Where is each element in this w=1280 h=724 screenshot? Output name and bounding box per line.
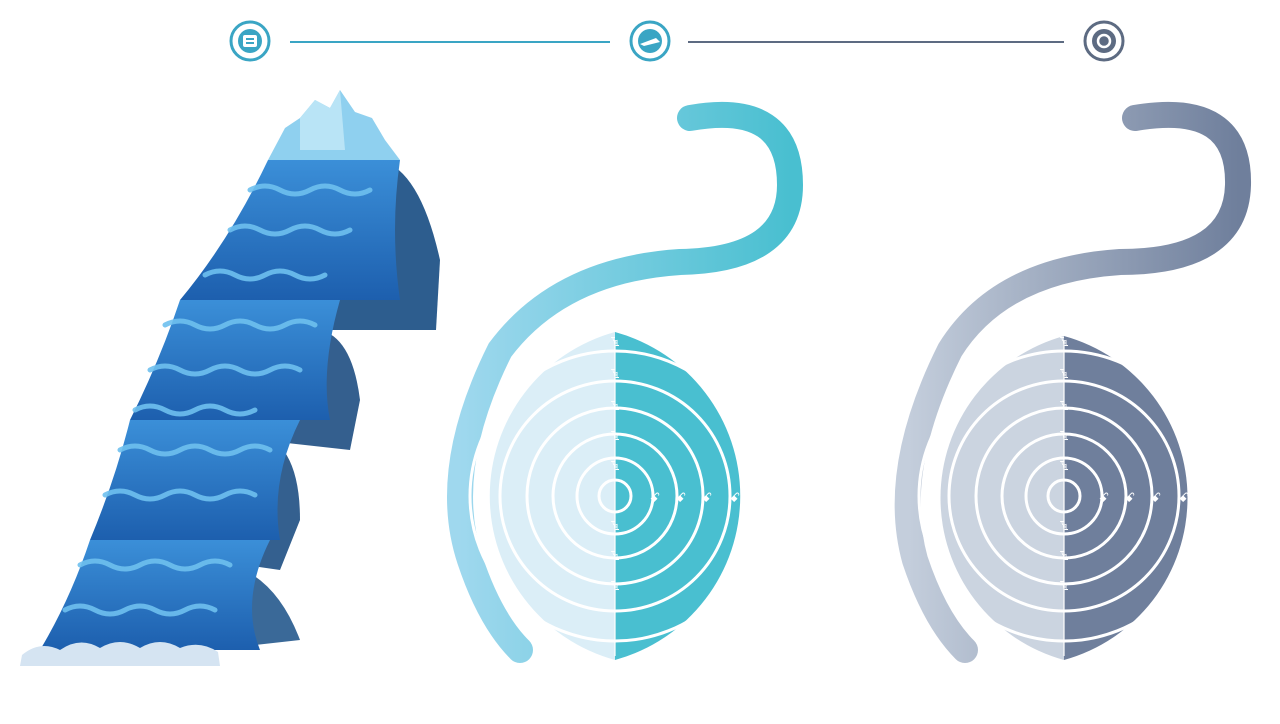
step-3-target-icon[interactable]: [1083, 20, 1125, 62]
spiral_slate-ring-label: ꗃ: [1239, 491, 1249, 506]
waterfall-illustration: [20, 90, 440, 666]
spiral_slate-ring-label: ꗃ: [1209, 491, 1219, 506]
spiral_teal-ring-label: ꗃ: [702, 491, 712, 506]
spiral_slate-ring-label: ꗃ: [1099, 491, 1109, 506]
spiral_teal-axis-marker: ꔃ: [610, 399, 620, 413]
spiral-teal-arc: [447, 101, 804, 663]
spiral_slate-axis-marker: ꔃ: [1059, 519, 1069, 533]
spiral_slate-ring-label: ꗃ: [1151, 491, 1161, 506]
spiral_slate-axis-marker: ꔃ: [1059, 549, 1069, 563]
spiral_slate-axis-marker: ꔃ: [1059, 335, 1069, 349]
spiral-slate-markers: ꔃꔃꔃꔃꔃꔃꔃꔃꗃꗃꗃꗃꗃꗃꗃꗃ: [1059, 335, 1277, 593]
spiral_teal-axis-marker: ꔃ: [610, 519, 620, 533]
spiral_slate-axis-marker: ꔃ: [1059, 429, 1069, 443]
spiral-teal: ꔃ ꔃ ꔃ ꔃ ꔃ ꔃ ꔃ ꔃ ꗃ ꗃ ꗃ ꗃ: [447, 101, 804, 663]
spiral-teal-markers: ꔃ ꔃ ꔃ ꔃ ꔃ ꔃ ꔃ ꔃ ꗃ ꗃ ꗃ ꗃ: [610, 335, 740, 593]
spiral_teal-axis-marker: ꔃ: [610, 429, 620, 443]
step-bar: [229, 20, 1125, 62]
spiral_slate-axis-marker: ꔃ: [1059, 367, 1069, 381]
spiral_teal-ring-label: ꗃ: [650, 491, 660, 506]
spiral_slate-ring-label: ꗃ: [1267, 491, 1277, 506]
spiral_teal-axis-marker: ꔃ: [610, 459, 620, 473]
spiral_teal-axis-marker: ꔃ: [610, 549, 620, 563]
spiral_teal-axis-marker: ꔃ: [610, 335, 620, 349]
spiral_slate-ring-label: ꗃ: [1179, 491, 1189, 506]
spiral-slate-arc: [894, 101, 1252, 663]
spiral-slate: ꔃꔃꔃꔃꔃꔃꔃꔃꗃꗃꗃꗃꗃꗃꗃꗃ: [894, 101, 1277, 663]
spiral_slate-ring-label: ꗃ: [1125, 491, 1135, 506]
spiral_slate-axis-marker: ꔃ: [1059, 579, 1069, 593]
spiral_slate-axis-marker: ꔃ: [1059, 399, 1069, 413]
spiral_slate-axis-marker: ꔃ: [1059, 459, 1069, 473]
spiral_teal-axis-marker: ꔃ: [610, 367, 620, 381]
spiral_teal-ring-label: ꗃ: [730, 491, 740, 506]
step-2-spiral-icon[interactable]: [629, 20, 671, 62]
spiral_teal-axis-marker: ꔃ: [610, 579, 620, 593]
spiral_teal-ring-label: ꗃ: [676, 491, 686, 506]
step-1-waterfall-icon[interactable]: [229, 20, 271, 62]
